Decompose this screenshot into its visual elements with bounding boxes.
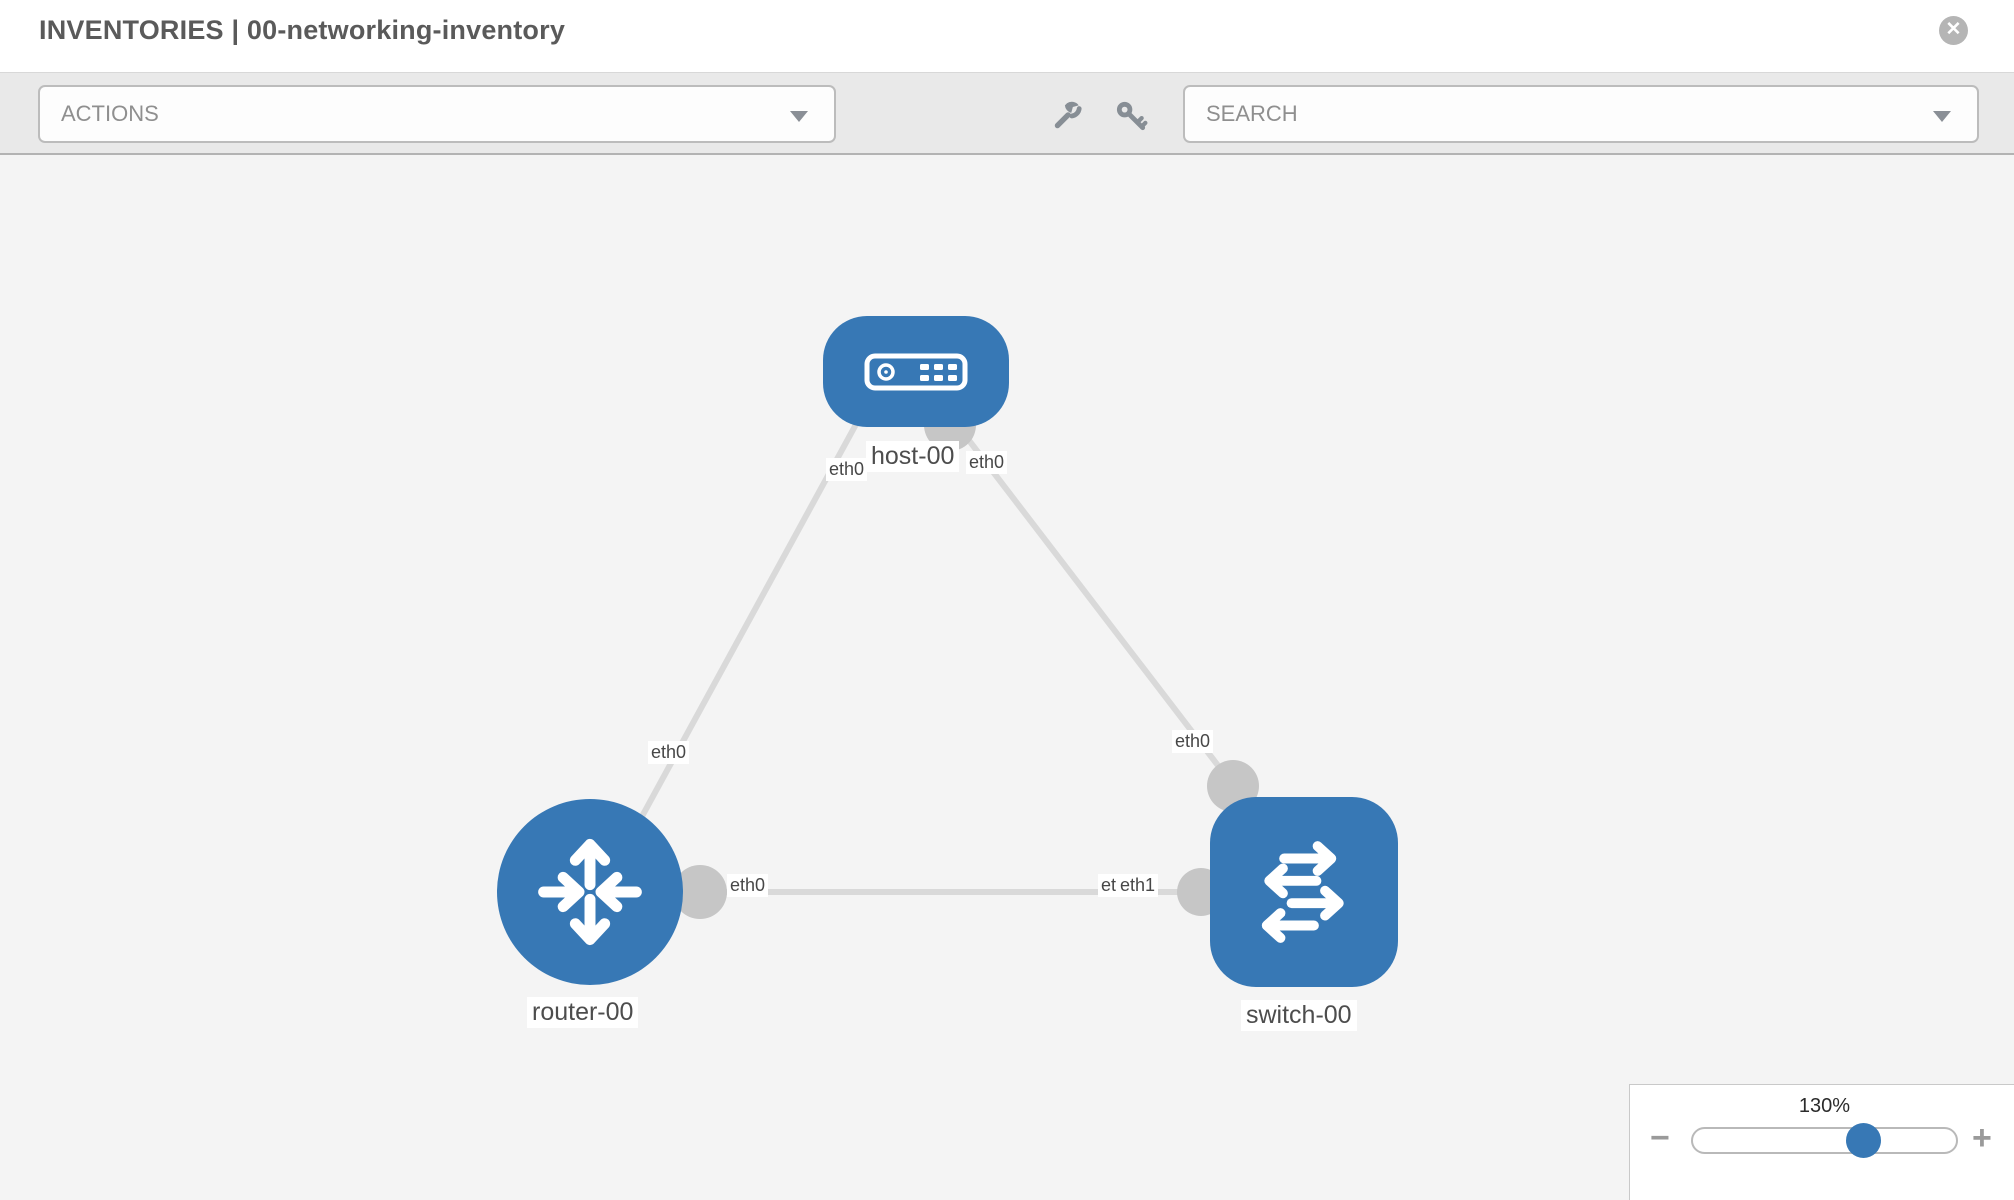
zoom-out-button[interactable]: − [1650,1119,1670,1157]
chevron-down-icon [1933,111,1951,122]
iface-label-host-to-router: eth0 [826,458,868,481]
zoom-slider-track[interactable] [1691,1127,1958,1154]
zoom-in-button[interactable]: + [1972,1119,1992,1157]
actions-dropdown-label: ACTIONS [61,101,159,126]
node-host-00[interactable] [823,316,1009,427]
search-dropdown[interactable]: SEARCH [1183,85,1979,143]
topology-canvas[interactable]: host-00 router-00 switch-00 eth0 eth0 et… [0,155,2014,1200]
zoom-slider-thumb[interactable] [1846,1123,1881,1158]
key-icon[interactable] [1114,99,1148,133]
search-placeholder: SEARCH [1206,101,1298,126]
host-device-icon [864,353,968,390]
iface-label-router-to-switch: eth0 [727,874,769,897]
link-host-switch [945,411,1265,825]
connector-router-right [673,865,727,919]
close-icon: ✕ [1945,19,1962,40]
actions-dropdown[interactable]: ACTIONS [38,85,836,143]
chevron-down-icon [790,111,808,122]
zoom-level-value: 130% [1798,1095,1851,1117]
toolbar: ACTIONS SEARCH [0,72,2014,155]
iface-label-host-to-switch: eth0 [966,451,1008,474]
topology-links-layer [595,393,1300,919]
wrench-icon[interactable] [1050,99,1084,133]
header-bar: INVENTORIES | 00-networking-inventory ✕ [0,0,2014,72]
zoom-panel: 130% − + [1629,1084,2014,1200]
close-button[interactable]: ✕ [1939,16,1968,45]
switch-arrows-icon [1261,841,1344,943]
iface-label-switch-from-router: eth1 [1117,874,1159,897]
node-router-00[interactable] [497,799,683,985]
router-arrows-icon [538,838,642,946]
iface-label-router-from-host: eth0 [648,741,690,764]
node-label-router: router-00 [527,997,639,1028]
node-switch-00[interactable] [1210,797,1398,987]
node-label-host: host-00 [866,441,960,472]
node-label-switch: switch-00 [1241,1000,1357,1031]
page-title: INVENTORIES | 00-networking-inventory [39,15,566,45]
iface-label-switch-from-host: eth0 [1172,730,1214,753]
